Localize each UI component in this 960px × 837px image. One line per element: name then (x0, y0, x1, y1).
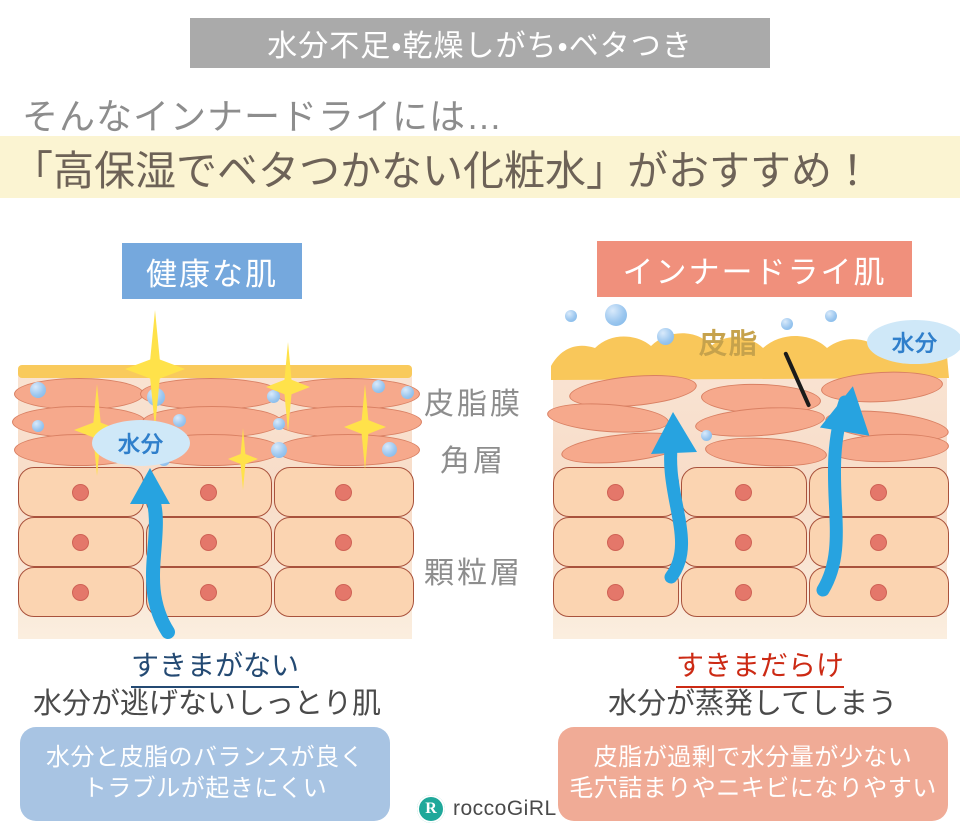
headline-bar-text: 水分不足・乾燥しがち・ベタつき (267, 30, 693, 63)
water-droplet (781, 318, 793, 330)
caption-strong-inner-dry: すきまだらけ (676, 644, 845, 688)
summary-box-inner-dry: 皮脂が過剰で水分量が少ない 毛穴詰まりやニキビになりやすい (558, 727, 948, 821)
water-droplet (273, 418, 285, 430)
caption-strong-healthy: すきまがない (131, 644, 300, 688)
summary-box-healthy: 水分と皮脂のバランスが良く トラブルが起きにくい (20, 727, 390, 821)
water-badge-inner-dry-label: 水分 (891, 331, 938, 356)
cell-nucleus (870, 534, 887, 551)
water-droplet (565, 310, 577, 322)
sebum-film-bar-healthy (18, 365, 412, 378)
subheadline: そんなインナードライには… (22, 96, 504, 137)
water-droplet (382, 442, 397, 457)
layer-label-sebum-film: 皮脂膜 (424, 388, 523, 421)
cell-nucleus (200, 584, 217, 601)
recommendation-text: 「高保湿でベタつかない化粧水」がおすすめ！ (12, 148, 873, 194)
water-droplet (605, 304, 627, 326)
water-droplet (372, 380, 385, 393)
cell-nucleus (607, 584, 624, 601)
cell-nucleus (335, 484, 352, 501)
water-droplet (401, 386, 414, 399)
headline-bar: 水分不足・乾燥しがち・ベタつき (190, 18, 770, 68)
water-droplet (173, 414, 186, 427)
layer-label-stratum-corneum: 角層 (440, 445, 506, 478)
cell-nucleus (200, 534, 217, 551)
cell-nucleus (607, 534, 624, 551)
moisture-retention-arrow (130, 468, 175, 639)
water-badge-healthy: 水分 (92, 420, 190, 466)
summary-box-inner-dry-line-2: 毛穴詰まりやニキビになりやすい (569, 775, 937, 802)
summary-box-inner-dry-line-1: 皮脂が過剰で水分量が少ない (593, 744, 913, 772)
cell-nucleus (72, 584, 89, 601)
panel-tag-inner-dry-skin: インナードライ肌 (597, 241, 912, 297)
caption-sub-inner-dry: 水分が蒸発してしまう (608, 688, 898, 720)
caption-sub-healthy: 水分が逃げないしっとり肌 (33, 688, 382, 720)
moisture-escape-arrows (651, 386, 870, 597)
recommendation-band: 「高保湿でベタつかない化粧水」がおすすめ！ (0, 136, 960, 198)
panel-tag-healthy-skin-label: 健康な肌 (146, 256, 278, 292)
cell-nucleus (870, 584, 887, 601)
cell-nucleus (735, 534, 752, 551)
cell-nucleus (335, 584, 352, 601)
cell-nucleus (607, 484, 624, 501)
sebum-callout-label: 皮脂 (699, 328, 760, 359)
panel-tag-healthy-skin: 健康な肌 (122, 243, 302, 299)
skin-diagram-inner-dry: 水分 (546, 304, 960, 639)
water-droplet (267, 390, 280, 403)
cell-nucleus (870, 484, 887, 501)
logo-wordmark: roccoGiRL (453, 797, 557, 820)
cell-nucleus (335, 534, 352, 551)
cell-nucleus (200, 484, 217, 501)
water-droplet (30, 382, 46, 398)
water-badge-healthy-label: 水分 (117, 432, 164, 457)
skin-diagram-healthy: 水分 (12, 310, 422, 639)
water-droplet (32, 420, 44, 432)
water-droplet (271, 442, 287, 458)
cell-nucleus (735, 584, 752, 601)
water-droplet (657, 328, 674, 345)
water-droplet (701, 430, 712, 441)
cell-nucleus (72, 484, 89, 501)
panel-tag-inner-dry-skin-label: インナードライ肌 (622, 254, 887, 290)
cell-nucleus (735, 484, 752, 501)
water-badge-inner-dry: 水分 (867, 320, 960, 364)
logo-mark-icon: R (417, 795, 445, 823)
brand-logo: R roccoGiRL (417, 795, 557, 823)
layer-label-granular-layer: 顆粒層 (424, 557, 523, 590)
water-droplet (825, 310, 837, 322)
summary-box-healthy-line-1: 水分と皮脂のバランスが良く (45, 744, 365, 772)
excess-sebum-blob (551, 333, 949, 380)
summary-box-healthy-line-2: トラブルが起きにくい (82, 775, 328, 802)
cell-nucleus (72, 534, 89, 551)
